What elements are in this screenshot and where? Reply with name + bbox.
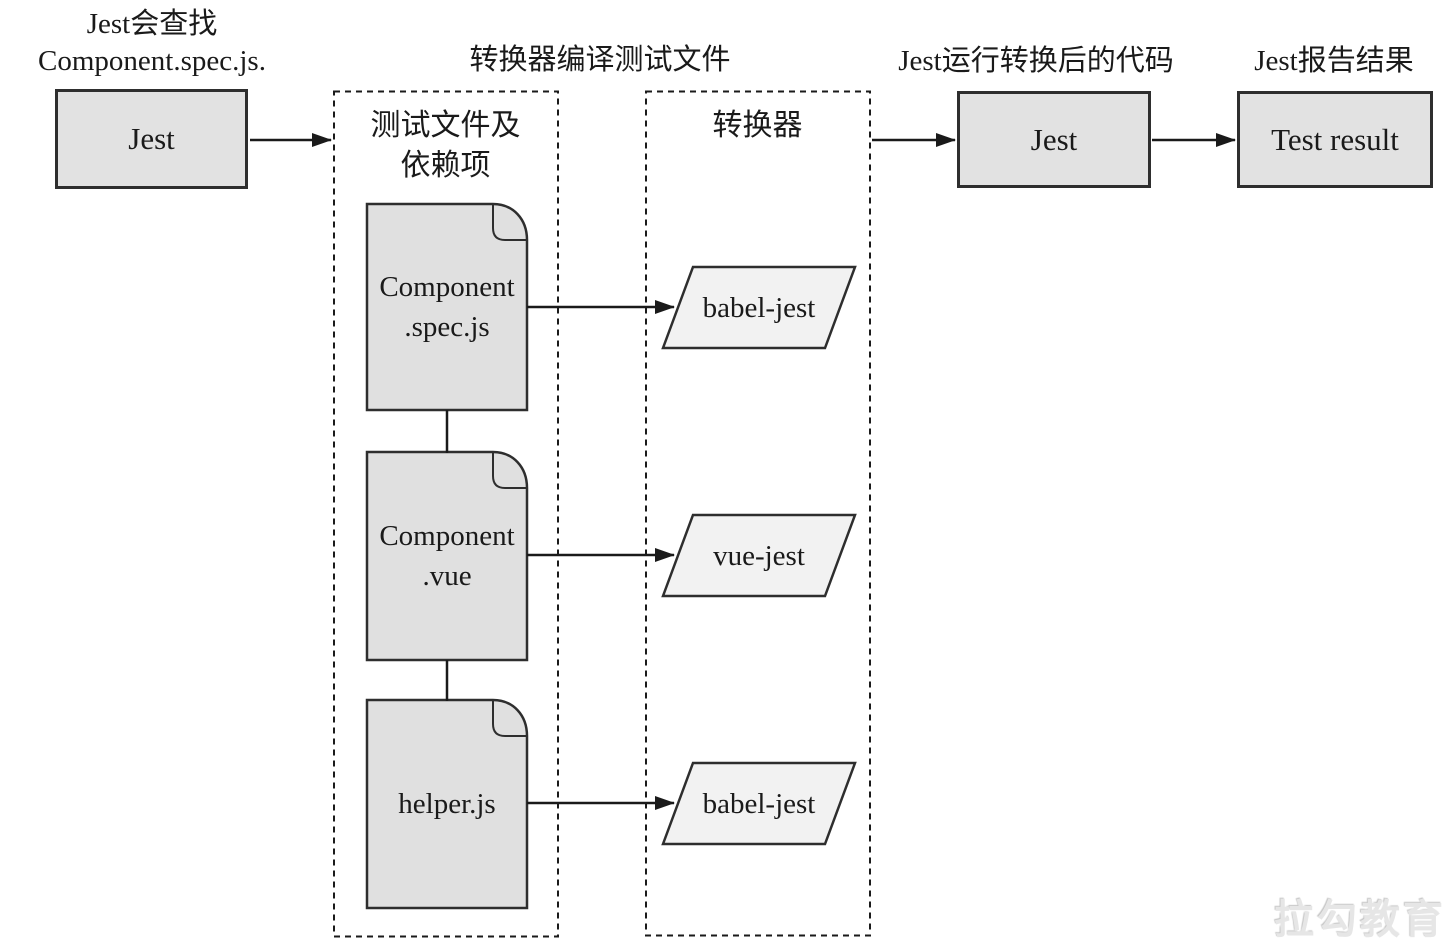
files-group-title-line1: 测试文件及: [370, 109, 521, 142]
transformers-group-box: [645, 90, 871, 937]
document-fold-icon: [492, 452, 527, 489]
node-jest-start: Jest: [55, 89, 248, 189]
node-jest-run: Jest: [957, 91, 1151, 188]
annotation-compile: 转换器编译测试文件: [469, 44, 731, 76]
annotation-report: Jest报告结果: [1254, 45, 1414, 77]
node-jest-run-label: Jest: [1030, 121, 1078, 157]
transformer-babel-jest-1: babel-jest: [663, 267, 855, 348]
file-node-vue: Component .vue: [367, 452, 527, 660]
file-label-line: .vue: [422, 560, 472, 592]
files-group-title-line2: 依赖项: [400, 149, 491, 182]
transformer-vue-jest: vue-jest: [663, 515, 855, 596]
file-label-line: Component: [379, 271, 515, 303]
file-node-helper-js: helper.js: [367, 700, 527, 908]
file-label-line: helper.js: [398, 788, 496, 820]
annotation-run: Jest运行转换后的代码: [898, 45, 1174, 77]
annotation-find-line1: Jest会查找: [86, 8, 218, 40]
transformer-label: babel-jest: [702, 291, 816, 324]
transformers-group-title: 转换器: [712, 109, 803, 142]
transformer-label: babel-jest: [702, 787, 816, 820]
document-shape-vue: [365, 450, 529, 662]
parallelogram-vue-jest: [661, 513, 857, 598]
parallelogram-babel-jest-2: [661, 761, 857, 846]
annotation-find-line2: Component.spec.js.: [38, 45, 266, 77]
document-fold-icon: [492, 700, 527, 737]
node-test-result: Test result: [1237, 91, 1433, 188]
transformer-label: vue-jest: [713, 539, 805, 572]
watermark: 拉勾教育: [1274, 898, 1446, 942]
node-test-result-label: Test result: [1271, 121, 1399, 157]
file-label-line: Component: [379, 520, 515, 552]
transformer-babel-jest-2: babel-jest: [663, 763, 855, 844]
document-shape-spec-js: [365, 202, 529, 412]
node-jest-start-label: Jest: [128, 121, 175, 156]
annotation-find: Jest会查找 Component.spec.js.: [6, 6, 298, 80]
file-label-line: .spec.js: [404, 311, 490, 343]
document-shape-helper-js: [365, 698, 529, 910]
file-node-spec-js: Component .spec.js: [367, 204, 527, 410]
files-group-title: 测试文件及 依赖项: [333, 106, 558, 186]
files-group-box: [333, 90, 559, 938]
parallelogram-babel-jest-1: [661, 265, 857, 350]
document-fold-icon: [492, 204, 527, 241]
